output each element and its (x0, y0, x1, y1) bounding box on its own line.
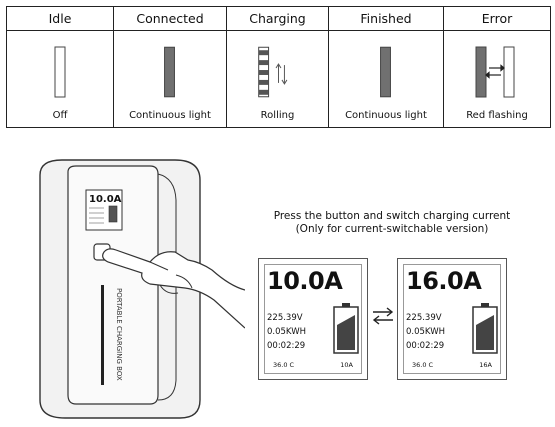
screen-time: 00:02:29 (406, 341, 445, 351)
hand-icon (102, 248, 245, 329)
off-indicator-bar-icon (54, 46, 66, 98)
status-col-error: Error Red flashing (443, 7, 550, 127)
col-header-charging: Charging (227, 7, 328, 31)
rolling-indicator-bar-icon (258, 46, 288, 98)
solid-indicator-bar-icon (380, 46, 391, 98)
device-screen-current: 10.0A (89, 194, 122, 205)
col-header-error: Error (444, 7, 550, 31)
status-col-charging: Charging Rolling (226, 7, 328, 127)
status-col-finished: Finished Continuous light (328, 7, 443, 127)
solid-indicator-bar-icon (164, 46, 175, 98)
charging-box-illustration: 10.0A PORTABLE CHARGING BOX (39, 159, 245, 419)
screen-energy: 0.05KWH (406, 327, 445, 337)
col-caption-finished: Continuous light (345, 110, 427, 121)
swap-arrows-icon (372, 307, 394, 325)
col-caption-idle: Off (52, 110, 68, 121)
col-caption-connected: Continuous light (129, 110, 211, 121)
screen-voltage: 225.39V (406, 313, 442, 323)
up-down-arrows-icon (275, 63, 288, 85)
instruction-text: Press the button and switch charging cur… (242, 210, 542, 236)
col-caption-error: Red flashing (466, 110, 528, 121)
screen-current-value: 16.0A (406, 267, 482, 295)
status-table: Idle Off Connected Continuous light Char… (6, 6, 551, 128)
device-indicator-bar (101, 285, 104, 385)
device-screen-battery-icon (108, 205, 118, 223)
screen-current-setting: 10A (340, 361, 353, 369)
status-col-idle: Idle Off (7, 7, 113, 127)
battery-icon (333, 303, 359, 354)
battery-icon (472, 303, 498, 354)
status-col-connected: Connected Continuous light (113, 7, 226, 127)
col-header-connected: Connected (114, 7, 226, 31)
swap-arrows-icon (485, 64, 505, 79)
instruction-line-1: Press the button and switch charging cur… (273, 210, 511, 222)
screen-voltage: 225.39V (267, 313, 303, 323)
display-screen-16a: 16.0A 225.39V 0.05KWH 00:02:29 36.0 C 16… (397, 258, 507, 380)
screen-temperature: 36.0 C (412, 361, 434, 369)
display-screen-10a: 10.0A 225.39V 0.05KWH 00:02:29 36.0 C 10… (258, 258, 368, 380)
flashing-indicator-bar-icon (475, 46, 515, 98)
instruction-line-2: (Only for current-switchable version) (295, 223, 489, 235)
col-header-idle: Idle (7, 7, 113, 31)
device-side-label: PORTABLE CHARGING BOX (115, 288, 123, 381)
screen-current-setting: 16A (479, 361, 492, 369)
screen-energy: 0.05KWH (267, 327, 306, 337)
col-caption-charging: Rolling (260, 110, 295, 121)
screen-time: 00:02:29 (267, 341, 306, 351)
screen-temperature: 36.0 C (273, 361, 295, 369)
screen-current-value: 10.0A (267, 267, 343, 295)
col-header-finished: Finished (329, 7, 443, 31)
